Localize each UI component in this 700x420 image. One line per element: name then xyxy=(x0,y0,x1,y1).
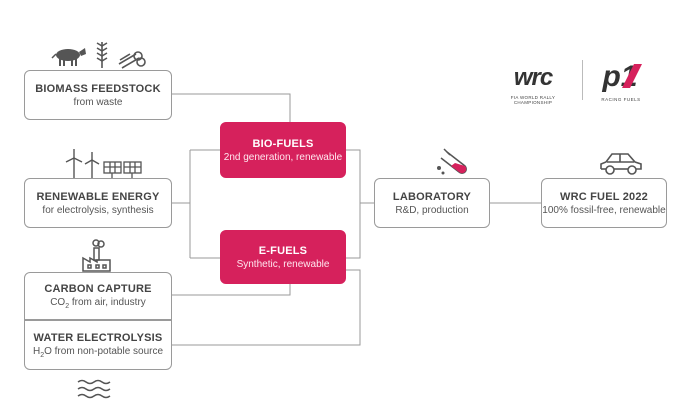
subscript: 2 xyxy=(40,351,45,359)
node-title: CARBON CAPTURE xyxy=(44,282,152,295)
node-subtitle: R&D, production xyxy=(395,204,469,216)
wrc-logo-tagline: FIA WORLD RALLY CHAMPIONSHIP xyxy=(510,95,556,105)
wrc-logo-text: wrc xyxy=(514,64,553,90)
node-subtitle: H2O from non-potable source xyxy=(33,346,163,359)
node-bio-fuels: BIO-FUELS 2nd generation, renewable xyxy=(220,122,346,178)
node-biomass-feedstock: BIOMASS FEEDSTOCK from waste xyxy=(24,70,172,120)
factory-icon xyxy=(82,239,111,272)
node-title: BIO-FUELS xyxy=(252,137,314,150)
node-wrc-fuel-2022: WRC FUEL 2022 100% fossil-free, renewabl… xyxy=(541,178,667,228)
car-icon xyxy=(600,153,642,175)
line-biofuels-lab xyxy=(346,149,374,204)
node-subtitle: for electrolysis, synthesis xyxy=(42,204,154,216)
node-title: LABORATORY xyxy=(392,190,472,203)
node-subtitle: 100% fossil-free, renewable xyxy=(542,204,666,216)
node-e-fuels: E-FUELS Synthetic, renewable xyxy=(220,230,346,284)
node-subtitle: from waste xyxy=(73,96,123,108)
test-tube-icon xyxy=(437,148,467,175)
subtitle-text: CO xyxy=(50,296,66,308)
node-renewable-energy: RENEWABLE ENERGY for electrolysis, synth… xyxy=(24,178,172,228)
subscript: 2 xyxy=(65,302,70,310)
subtitle-text: O from non-potable source xyxy=(44,345,164,357)
line-biomass-biofuels xyxy=(172,93,291,122)
wood-logs-icon xyxy=(118,51,146,69)
node-subtitle: 2nd generation, renewable xyxy=(223,151,343,163)
line-water-efuels xyxy=(172,269,361,346)
node-title: RENEWABLE ENERGY xyxy=(36,190,160,203)
line-carbon-efuels xyxy=(172,283,291,296)
subtitle-text: H xyxy=(32,345,41,357)
line-efuels-lab xyxy=(346,203,361,259)
animals-icon xyxy=(51,48,86,66)
p1-logo-mark: p1 xyxy=(601,60,642,93)
node-title: WRC FUEL 2022 xyxy=(560,190,648,203)
subtitle-text: from air, industry xyxy=(69,296,146,308)
solar-panels-icon xyxy=(103,161,142,179)
wrc-logo-mark: wrc xyxy=(514,64,554,91)
wind-turbines-icon xyxy=(65,149,100,179)
node-title: E-FUELS xyxy=(258,244,308,257)
wheat-icon xyxy=(96,42,108,68)
node-carbon-capture: CARBON CAPTURE CO2 from air, industry xyxy=(24,272,172,320)
node-water-electrolysis: WATER ELECTROLYSIS H2O from non-potable … xyxy=(24,320,172,370)
water-waves-icon xyxy=(77,379,111,399)
node-subtitle: Synthetic, renewable xyxy=(236,258,330,270)
node-title: WATER ELECTROLYSIS xyxy=(33,331,163,344)
node-laboratory: LABORATORY R&D, production xyxy=(374,178,490,228)
p1-logo: p1 RACING FUELS xyxy=(596,60,646,102)
node-title: BIOMASS FEEDSTOCK xyxy=(35,82,161,95)
node-subtitle: CO2 from air, industry xyxy=(50,297,146,310)
p1-logo-tagline: RACING FUELS xyxy=(601,97,641,102)
logo-divider xyxy=(582,60,583,100)
wrc-logo: wrc FIA WORLD RALLY CHAMPIONSHIP xyxy=(500,64,566,105)
